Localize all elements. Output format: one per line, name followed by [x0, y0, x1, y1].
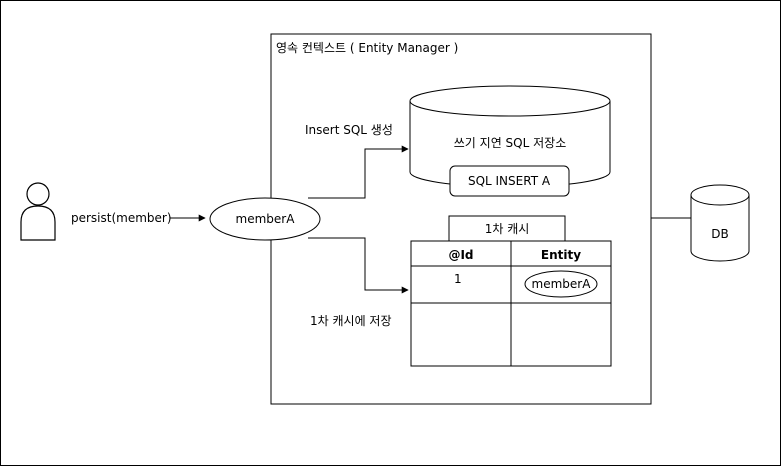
user-icon [20, 182, 56, 241]
sql-statement-label: SQL INSERT A [467, 174, 551, 188]
actor-label: persist(member) [71, 211, 172, 225]
write-delay-store-label: 쓰기 지연 SQL 저장소 [453, 136, 567, 150]
database-cylinder [690, 184, 750, 262]
column-header-id: @Id [448, 248, 474, 262]
first-level-cache-title: 1차 캐시 [484, 222, 530, 236]
cache-row-id: 1 [454, 272, 462, 286]
cached-entity-node [524, 270, 598, 298]
database-label: DB [711, 227, 729, 241]
column-header-entity: Entity [540, 248, 582, 262]
insert-sql-edge-label: Insert SQL 생성 [305, 123, 393, 137]
first-level-cache-table [410, 240, 612, 367]
cache-store-arrow [308, 237, 409, 294]
member-a-node [209, 197, 321, 241]
member-a-label: memberA [235, 212, 295, 226]
sql-statement-box [449, 165, 570, 197]
first-level-cache-title-box [448, 215, 566, 242]
cache-row-entity: memberA [531, 277, 591, 291]
cache-store-edge-label: 1차 캐시에 저장 [310, 314, 392, 328]
insert-sql-arrow [308, 145, 409, 199]
context-title: 영속 컨텍스트 ( Entity Manager ) [276, 41, 459, 55]
